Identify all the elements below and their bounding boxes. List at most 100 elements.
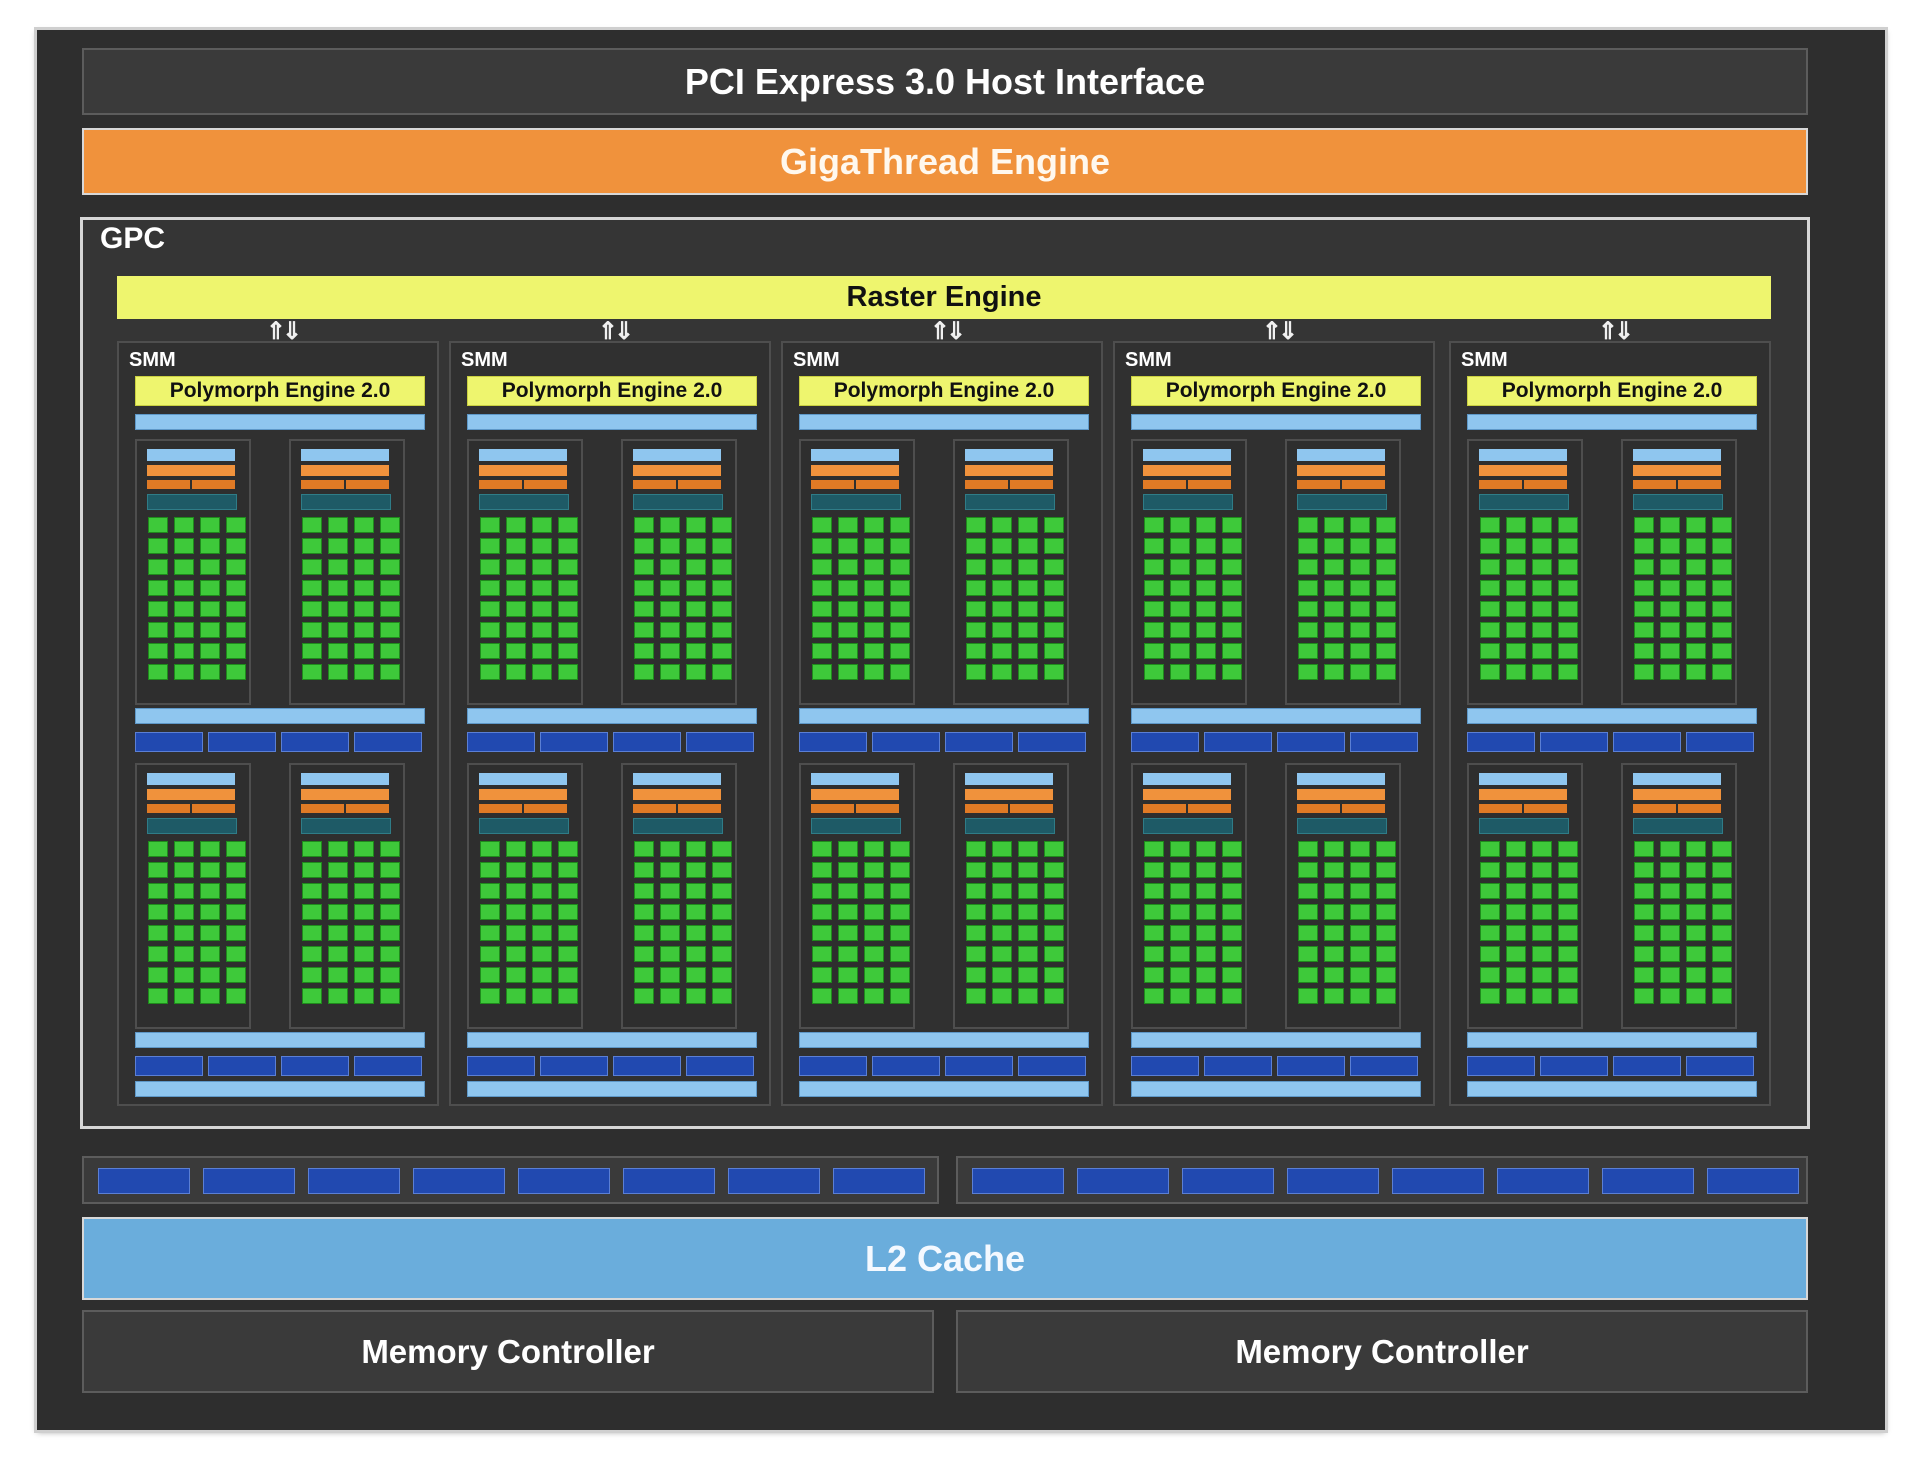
cuda-core xyxy=(532,622,552,638)
cuda-core xyxy=(480,538,500,554)
cuda-core xyxy=(1712,538,1732,554)
cuda-core xyxy=(1350,664,1370,680)
cuda-core xyxy=(1044,643,1064,659)
cuda-core xyxy=(712,538,732,554)
texture-unit-top-0 xyxy=(1467,732,1535,752)
cuda-core xyxy=(1506,559,1526,575)
cuda-core xyxy=(1044,622,1064,638)
register-bar xyxy=(633,773,721,785)
cuda-core xyxy=(1686,622,1706,638)
cuda-core xyxy=(838,946,858,962)
cuda-core xyxy=(1144,538,1164,554)
cuda-core xyxy=(302,622,322,638)
memory-bus-cell xyxy=(833,1168,925,1194)
cuda-core xyxy=(1712,862,1732,878)
cuda-core xyxy=(966,988,986,1004)
cuda-core xyxy=(1634,517,1654,533)
instruction-buffer xyxy=(301,789,389,800)
cuda-core xyxy=(1634,862,1654,878)
cuda-core xyxy=(1324,967,1344,983)
cuda-core xyxy=(686,904,706,920)
sm-quad-bottom-right xyxy=(1285,763,1401,1029)
dispatch-unit xyxy=(301,818,391,834)
dispatch-unit xyxy=(811,494,901,510)
cuda-core xyxy=(1686,883,1706,899)
cuda-core xyxy=(1712,988,1732,1004)
instruction-buffer xyxy=(965,465,1053,476)
memory-bus-cell xyxy=(1497,1168,1589,1194)
cuda-core xyxy=(1298,622,1318,638)
cuda-core xyxy=(354,904,374,920)
cuda-core xyxy=(328,841,348,857)
cuda-core xyxy=(1686,643,1706,659)
dispatch-unit xyxy=(301,494,391,510)
cuda-core xyxy=(1712,601,1732,617)
cuda-core xyxy=(1196,988,1216,1004)
cuda-core xyxy=(1686,967,1706,983)
warp-scheduler-a xyxy=(479,480,522,489)
warp-scheduler-a xyxy=(479,804,522,813)
cuda-core xyxy=(1170,841,1190,857)
cuda-core xyxy=(1196,517,1216,533)
texture-unit-top-3 xyxy=(1018,732,1086,752)
cuda-core xyxy=(174,862,194,878)
dispatch-unit xyxy=(1143,494,1233,510)
cuda-core xyxy=(992,517,1012,533)
cuda-core xyxy=(634,580,654,596)
dispatch-unit xyxy=(479,494,569,510)
cuda-core xyxy=(1712,967,1732,983)
cuda-core xyxy=(1298,904,1318,920)
cuda-core xyxy=(1634,925,1654,941)
texture-unit-bottom-3 xyxy=(686,1056,754,1076)
cuda-core xyxy=(532,559,552,575)
cuda-core xyxy=(992,559,1012,575)
cuda-core xyxy=(1144,664,1164,680)
texture-unit-top-1 xyxy=(872,732,940,752)
instruction-buffer xyxy=(811,789,899,800)
cuda-core xyxy=(226,946,246,962)
tex-l1-bar-top xyxy=(1467,708,1757,724)
cuda-core xyxy=(1376,967,1396,983)
cuda-core xyxy=(1480,559,1500,575)
cuda-core xyxy=(1144,883,1164,899)
cuda-core xyxy=(634,601,654,617)
l2-cache: L2 Cache xyxy=(82,1217,1808,1300)
dispatch-unit xyxy=(1633,494,1723,510)
cuda-core xyxy=(302,580,322,596)
warp-scheduler-a xyxy=(1143,480,1186,489)
cuda-core xyxy=(686,841,706,857)
dispatch-unit xyxy=(965,818,1055,834)
cuda-core xyxy=(966,643,986,659)
cuda-core xyxy=(354,601,374,617)
tex-l1-bar-top xyxy=(135,708,425,724)
cuda-core xyxy=(1532,841,1552,857)
cuda-core xyxy=(1480,946,1500,962)
cuda-core xyxy=(634,517,654,533)
cuda-core xyxy=(1660,580,1680,596)
cuda-core xyxy=(1170,904,1190,920)
register-bar xyxy=(1143,449,1231,461)
cuda-core xyxy=(1324,664,1344,680)
warp-scheduler-b xyxy=(1524,480,1567,489)
cuda-core xyxy=(812,601,832,617)
cuda-core xyxy=(966,967,986,983)
cuda-core xyxy=(1144,559,1164,575)
cuda-core xyxy=(1660,622,1680,638)
cuda-core xyxy=(1170,664,1190,680)
sm-quad-top-right xyxy=(621,439,737,705)
cuda-core xyxy=(1506,988,1526,1004)
cuda-core xyxy=(1144,904,1164,920)
texture-unit-top-2 xyxy=(613,732,681,752)
cuda-core xyxy=(1196,862,1216,878)
cuda-core xyxy=(1686,946,1706,962)
cuda-core xyxy=(1044,559,1064,575)
arrows-icon: ⇑⇓ xyxy=(265,318,302,345)
cuda-core xyxy=(380,517,400,533)
instruction-buffer xyxy=(479,465,567,476)
cuda-core xyxy=(328,538,348,554)
cuda-core xyxy=(1222,643,1242,659)
warp-scheduler-b xyxy=(678,804,721,813)
cuda-core xyxy=(864,841,884,857)
